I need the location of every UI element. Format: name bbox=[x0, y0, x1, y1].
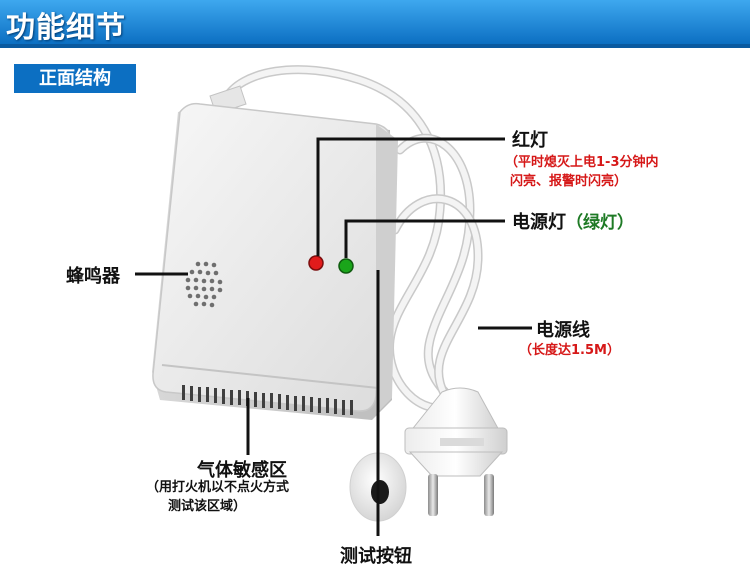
gas-sensor-vents bbox=[182, 385, 353, 415]
power-light-label: 电源灯（绿灯） bbox=[512, 208, 634, 234]
red-led bbox=[308, 255, 324, 271]
power-light-note: （绿灯） bbox=[566, 213, 634, 233]
section-badge: 正面结构 bbox=[14, 64, 136, 93]
page-header: 功能细节 bbox=[0, 0, 750, 48]
callout-lines bbox=[135, 137, 532, 536]
power-light-title: 电源灯 bbox=[512, 212, 566, 233]
page-title: 功能细节 bbox=[6, 10, 127, 44]
green-led bbox=[338, 258, 354, 274]
gas-detector-icon bbox=[152, 102, 398, 420]
buzzer-grille bbox=[185, 261, 223, 308]
gas-sensor-note-line2: 测试该区域） bbox=[168, 499, 247, 514]
eu-plug-icon bbox=[404, 387, 508, 516]
gas-sensor-note-line1: （用打火机以不点火方式 bbox=[146, 480, 290, 495]
buzzer-label: 蜂鸣器 bbox=[66, 266, 120, 287]
gas-sensor-label: 气体敏感区 bbox=[197, 460, 287, 481]
power-cord-label: 电源线 bbox=[536, 320, 590, 341]
test-button-label: 测试按钮 bbox=[340, 546, 412, 567]
red-light-label: 红灯 bbox=[512, 130, 548, 151]
power-cord-note: （长度达1.5M） bbox=[519, 343, 620, 358]
power-cord bbox=[220, 65, 483, 415]
red-light-note-line1: （平时熄灭上电1-3分钟内 bbox=[505, 155, 659, 170]
red-light-note-line2: 闪亮、报警时闪亮） bbox=[510, 174, 628, 189]
